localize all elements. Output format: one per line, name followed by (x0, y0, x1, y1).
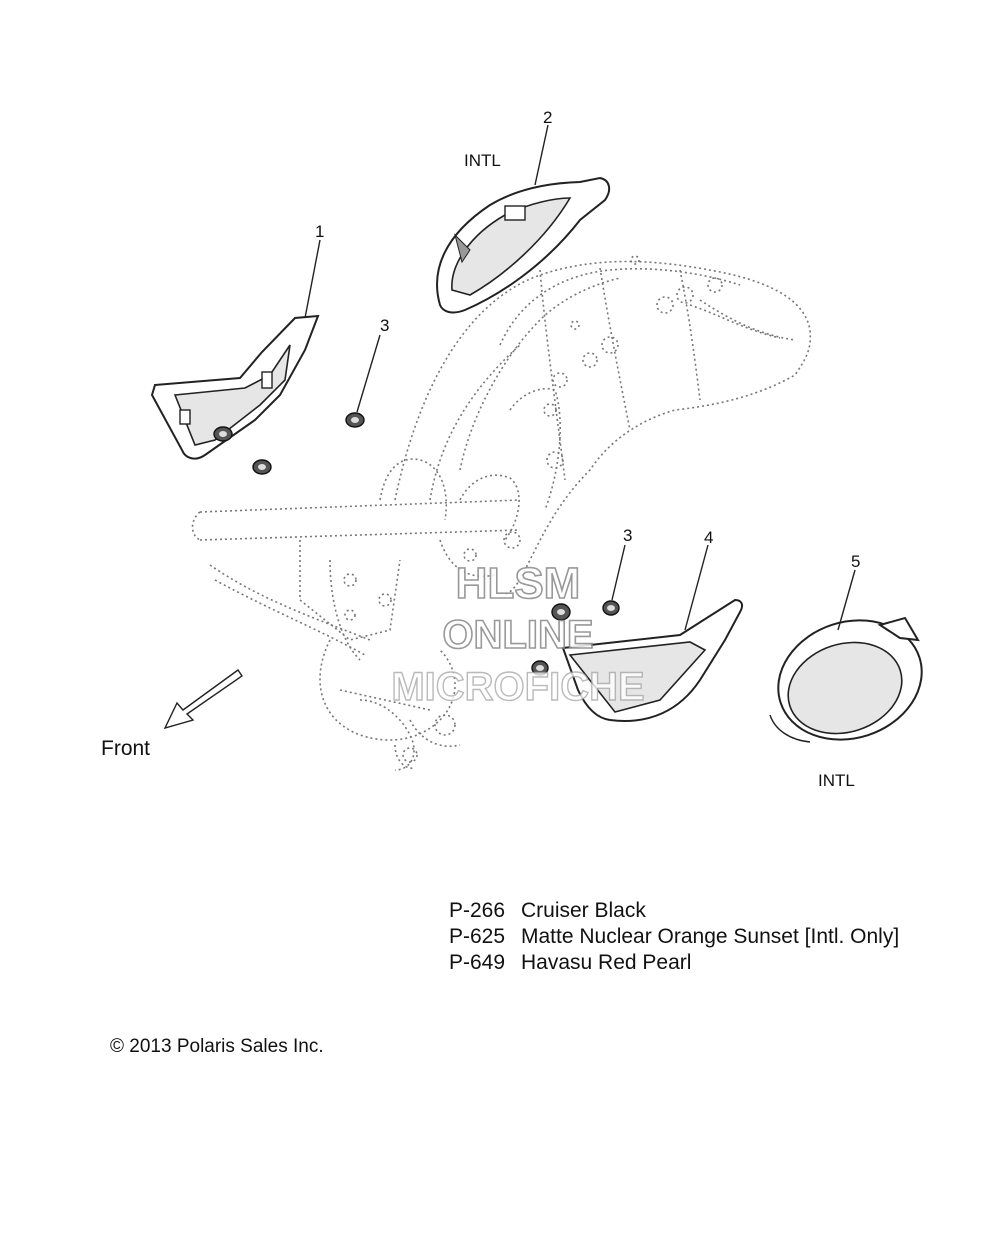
paint-code-row: P-266 Cruiser Black (449, 898, 899, 924)
callout-leaders (304, 124, 856, 631)
frame-and-fender-outline (191, 255, 812, 771)
front-direction-arrow-icon (163, 669, 243, 730)
intl-tag-bottom: INTL (818, 771, 855, 790)
callout-1: 1 (315, 222, 324, 241)
front-label: Front (101, 737, 150, 760)
callout-3b: 3 (623, 526, 632, 545)
paint-name: Cruiser Black (521, 899, 646, 922)
intl-tag-top: INTL (464, 151, 501, 170)
copyright-notice: © 2013 Polaris Sales Inc. (110, 1036, 324, 1057)
paint-code: P-649 (449, 951, 506, 974)
part-1-left-side-cover (150, 314, 320, 460)
paint-code-list: P-266 Cruiser Black P-625 Matte Nuclear Or… (449, 898, 899, 976)
callout-2: 2 (543, 108, 552, 127)
paint-code: P-266 (449, 899, 506, 922)
paint-code: P-625 (449, 925, 506, 948)
part-3-grommets (213, 412, 620, 676)
watermark-line-3: MICROFICHE (391, 665, 644, 709)
part-4-right-side-cover (561, 598, 744, 722)
watermark-line-1: HLSM (456, 559, 581, 608)
callout-5: 5 (851, 552, 860, 571)
hlsm-watermark: HLSM ONLINE MICROFICHE (391, 558, 646, 710)
part-2-intl-side-cover (436, 176, 611, 314)
paint-name: Matte Nuclear Orange Sunset [Intl. Only] (521, 925, 900, 948)
callout-4: 4 (704, 528, 713, 547)
callout-3a: 3 (380, 316, 389, 335)
part-5-intl-oval-cover (769, 616, 923, 743)
watermark-line-2: ONLINE (442, 613, 593, 657)
paint-code-row: P-625 Matte Nuclear Orange Sunset [Intl. … (449, 924, 899, 950)
callout-numbers: 1 2 3 3 4 5 (315, 108, 860, 571)
paint-code-row: P-649 Havasu Red Pearl (449, 950, 899, 976)
paint-name: Havasu Red Pearl (521, 951, 692, 974)
